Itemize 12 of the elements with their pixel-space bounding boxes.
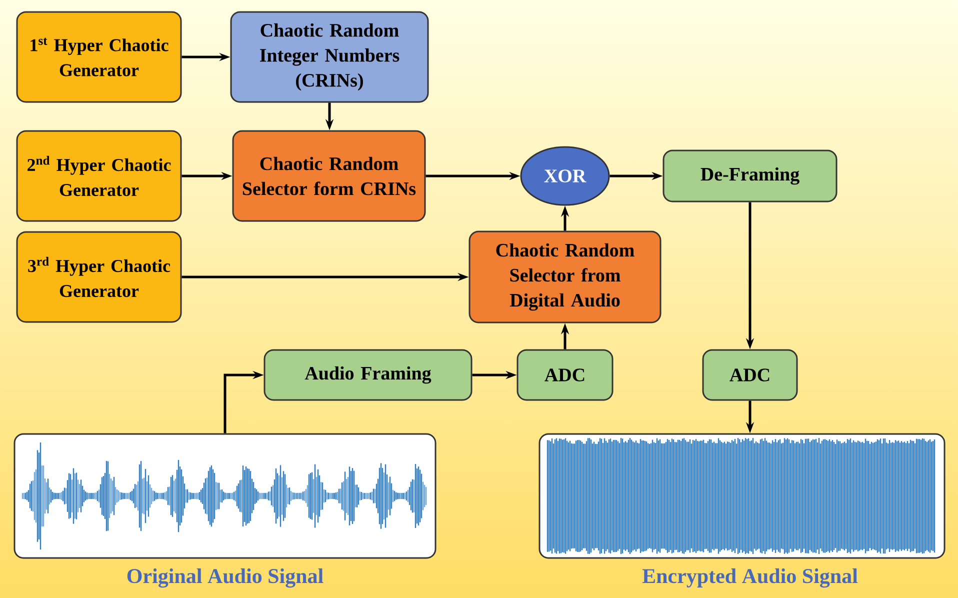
process-box: Chaotic Random Selector form CRINs [232, 130, 426, 222]
process-box: Chaotic Random Integer Numbers (CRINs) [230, 11, 429, 103]
generator-box: 1$^{st}$ Hyper Chaotic Generator [16, 11, 182, 103]
process-box: ADC [702, 349, 798, 401]
process-box: De-Framing [662, 150, 838, 202]
process-box: Chaotic Random Selector from Digital Audio [468, 230, 662, 324]
generator-box: 2$^{nd}$ Hyper Chaotic Generator [16, 130, 182, 222]
process-box: ADC [516, 349, 614, 401]
generator-box: 3$^{rd}$ Hyper Chaotic Generator [16, 231, 182, 323]
signal-label: Encrypted Audio Signal [642, 568, 858, 588]
process-box: Audio Framing [264, 349, 472, 401]
signal-label: Original Audio Signal [127, 568, 324, 588]
